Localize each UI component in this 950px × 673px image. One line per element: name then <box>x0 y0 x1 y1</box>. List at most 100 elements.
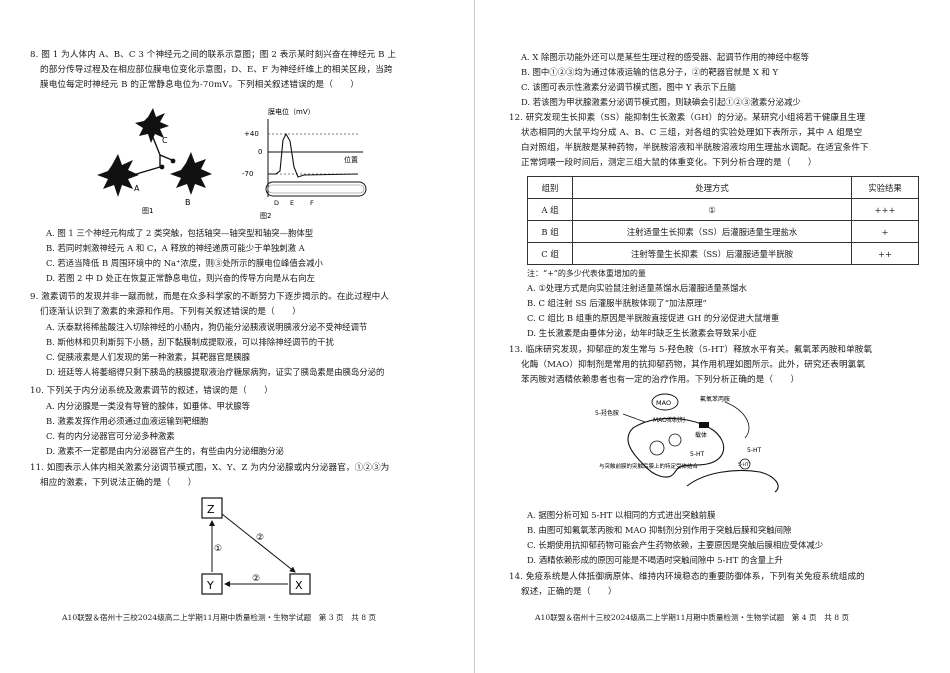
left-page-footer: A10联盟＆宿州十三校2024级高二上学期11月期中质量检测・生物学试题 第 3… <box>62 613 377 622</box>
q14-stem-line-2: 叙述，正确的是（ ） <box>521 587 617 597</box>
carrier-protein <box>699 422 709 428</box>
carrier-label: 载体 <box>695 431 707 439</box>
q8-option-c: C. 若适当降低 B 周围环境中的 Na⁺浓度，则③处所示的膜电位峰值会减小 <box>46 258 323 268</box>
node-y-label: Y <box>206 579 214 592</box>
q10-option-c: C. 有的内分泌器官可分泌多种激素 <box>46 431 175 441</box>
fig2-position-label: 位置 <box>344 155 358 164</box>
q12-table-header-treatment: 处理方式 <box>572 176 852 199</box>
q8-figure-2: 膜电位（mV） +40 0 -70 位置 D E F 图2 <box>242 107 367 220</box>
q12-row-a-group: A 组 <box>527 198 573 221</box>
postsynaptic-membrane <box>686 469 779 493</box>
fig2-ylabel: 膜电位（mV） <box>268 107 315 116</box>
fig2-region-d: D <box>274 199 279 207</box>
q11-stem-line-1: 11. 如图表示人体内相关激素分泌调节模式图，X、Y、Z 为内分泌腺或内分泌器官… <box>30 463 390 473</box>
neuron-a-body <box>97 154 139 197</box>
q8-stem-line-1: 8. 图 1 为人体内 A、B、C 3 个神经元之间的联系示意图；图 2 表示某… <box>30 50 397 60</box>
q10-option-b: B. 激素发挥作用必须通过血液运输到靶细胞 <box>46 416 209 426</box>
q9-stem-line-1: 9. 激素调节的发现并非一蹴而就，而是在众多科学家的不断努力下逐步揭示的。在此过… <box>30 292 389 302</box>
q9-stem-line-2: 们逐渐认识到了激素的来源和作用。下列有关叙述错误的是（ ） <box>40 307 301 317</box>
q12-option-d: D. 生长激素是由垂体分泌，幼年时缺乏生长激素会导致呆小症 <box>527 328 757 338</box>
5ht-label-post: 5-HT <box>738 462 749 468</box>
neuron-b-body <box>170 152 212 195</box>
fig1-caption: 图1 <box>142 207 153 215</box>
vesicle-2 <box>668 433 682 447</box>
q13-option-c: C. 长期使用抗抑郁药物可能会产生药物依赖，主要原因是突触后膜相应受体减少 <box>527 540 824 550</box>
fig2-region-e: E <box>290 199 294 207</box>
q10-option-d: D. 激素不一定都是由内分泌器官产生的，有些由内分泌细胞分泌 <box>46 446 284 456</box>
q12-stem-line-4: 正常饲喂一段时间后，测定三组大鼠的体重变化。下列分析合理的是（ ） <box>521 158 817 168</box>
arrow-label-2a: ② <box>256 533 264 543</box>
fig2-tick-0: 0 <box>258 148 262 156</box>
q9-option-b: B. 斯他林和贝利斯剪下小肠，刮下黏膜制成提取液，可以排除神经调节的干扰 <box>46 337 334 347</box>
node-z <box>201 497 223 519</box>
node-x-label: X <box>295 579 303 592</box>
neuron-b-label: B <box>185 198 191 207</box>
q13-stem-line-1: 13. 临床研究发现，抑郁症的发生常与 5-羟色胺（5-HT）释放水平有关。氟氧… <box>509 345 873 355</box>
node-z-label: Z <box>207 503 215 516</box>
receptor-note: 与突触前膜的突触后膜上的特定受体结合 <box>599 462 699 470</box>
q11-option-a: A. X 除图示功能外还可以是某些生理过程的感受器、起调节作用的神经中枢等 <box>521 52 809 62</box>
serotonin-label: 5-羟色胺 <box>595 409 619 417</box>
q11-option-b: B. 图中①②③均为通过体液运输的信息分子，②的靶器官就是 X 和 Y <box>521 67 779 77</box>
presynaptic-terminal <box>627 417 725 478</box>
q13-stem-line-3: 苯丙胺对酒精依赖患者也有一定的治疗作用。下列分析正确的是（ ） <box>521 375 800 385</box>
q12-table: 组别 处理方式 实验结果 A 组 ① +++ B 组 注射适量生长抑素（SS）后… <box>527 176 919 265</box>
q14-stem-line-1: 14. 免疫系统是人体抵御病原体、维持内环境稳态的重要防御体系，下列有关免疫系统… <box>509 572 865 582</box>
q12-table-note: 注：“+”的多少代表体重增加的量 <box>527 269 646 278</box>
q8-stem-line-3: 膜电位每定时神经元 B 的正常静息电位为-70mV。下列相关叙述错误的是（ ） <box>40 80 359 90</box>
fig2-tick-neg70: -70 <box>242 170 253 178</box>
mao-enzyme <box>651 393 679 411</box>
vesicle-1 <box>649 440 665 456</box>
q12-row-b-treatment: 注射适量生长抑素（SS）后灌服适量生理盐水 <box>572 220 852 243</box>
5ht-label-cleft: 5-HT <box>747 447 761 454</box>
q12-row-c-treatment: 注射等量生长抑素（SS）后灌服适量半胱胺 <box>572 242 852 265</box>
q11-option-d: D. 若该图为甲状腺激素分泌调节模式图，则缺碘会引起①②③激素分泌减少 <box>521 97 801 107</box>
node-x <box>289 573 311 595</box>
q12-row-c-group: C 组 <box>527 242 573 265</box>
q12-option-c: C. C 组比 B 组重的原因是半胱胺直接促进 GH 的分泌促进大鼠增重 <box>527 313 780 323</box>
q12-option-a: A. ①处理方式是向实验鼠注射适量蒸馏水后灌服适量蒸馏水 <box>527 283 747 293</box>
q12-stem-line-3: 白对照组，半胱胺是某种药物，半胱胺溶液和半胱胺溶液均用生理盐水调配。在适宜条件下 <box>521 143 869 153</box>
neuron-c-body <box>135 108 169 143</box>
q11-diagram: Z Y X ① ② ② <box>201 497 311 595</box>
q12-option-b: B. C 组注射 SS 后灌服半胱胺体现了“加法原理” <box>527 298 707 308</box>
right-page: A. X 除图示功能外还可以是某些生理过程的感受器、起调节作用的神经中枢等 B.… <box>475 0 950 673</box>
q8-option-b: B. 若同时刺激神经元 A 和 C，A 释放的神经递质可能少于单独刺激 A <box>46 243 305 253</box>
q8-option-a: A. 图 1 三个神经元构成了 2 类突触，包括轴突—轴突型和轴突—胞体型 <box>46 228 314 238</box>
fig2-region-f: F <box>310 199 314 207</box>
q12-table-header-group: 组别 <box>527 176 573 199</box>
fig2-action-potential-curve <box>268 132 359 178</box>
left-page: 8. 图 1 为人体内 A、B、C 3 个神经元之间的联系示意图；图 2 表示某… <box>30 50 397 622</box>
q8-figure-1: C A B 图1 <box>97 108 212 215</box>
q13-option-d: D. 酒精依赖形成的原因可能是不喝酒时突触间隙中 5-HT 的含量上升 <box>527 555 783 565</box>
neuron-c-label: C <box>162 136 168 145</box>
q13-stem-line-2: 化酶（MAO）抑制剂是常用的抗抑郁药物，其作用机理如图所示。此外，研究还表明氯氧 <box>521 360 866 370</box>
neuron-a-label: A <box>134 184 140 193</box>
q12-row-a-treatment: ① <box>572 198 852 221</box>
arrow-label-2b: ② <box>252 574 260 584</box>
arrow-label-1: ① <box>214 544 222 554</box>
right-page-footer: A10联盟＆宿州十三校2024级高二上学期11月期中质量检测・生物学试题 第 4… <box>535 613 850 622</box>
q8-stem-line-2: 的部分传导过程及在相应部位膜电位变化示意图，D、E、F 为神经纤维上的相关区段，… <box>40 65 393 75</box>
fig2-tick-pos40: +40 <box>244 130 259 138</box>
node-y <box>201 573 223 595</box>
q10-stem: 10. 下列关于内分泌系统及激素调节的叙述，错误的是（ ） <box>30 386 273 396</box>
q12-stem-line-1: 12. 研究发现生长抑素（SS）能抑制生长激素（GH）的分泌。某研究小组将若干健… <box>509 113 866 123</box>
q12-table-header-result: 实验结果 <box>851 176 919 199</box>
q10-option-a: A. 内分泌腺是一类没有导管的腺体，如垂体、甲状腺等 <box>46 401 250 411</box>
mao-label: MAO <box>656 399 671 407</box>
q9-option-a: A. 沃泰默将稀盐酸注入切除神经的小肠内，狗仍能分泌胰液说明胰液分泌不受神经调节 <box>46 322 368 332</box>
q9-option-d: D. 班廷等人将萎缩得只剩下胰岛的胰腺提取液治疗糖尿病狗，证实了胰岛素是由胰岛分… <box>46 367 385 377</box>
fluoxetine-label: 氟氧苯丙胺 <box>700 395 730 403</box>
q12-row-c-result: ++ <box>851 242 919 265</box>
q12-row-b-group: B 组 <box>527 220 573 243</box>
q12-row-b-result: + <box>851 220 919 243</box>
q11-stem-line-2: 相应的激素，下列说法正确的是（ ） <box>40 478 197 488</box>
5ht-label-vesicle: 5-HT <box>690 451 704 458</box>
q12-stem-line-2: 状态相同的大鼠平均分成 A、B、C 三组，对各组的实验处理如下表所示，其中 A … <box>521 128 863 138</box>
mao-inhibitor-label: MAO抑制剂 <box>653 416 685 424</box>
q12-row-a-result: +++ <box>851 198 919 221</box>
q8-option-d: D. 若图 2 中 D 处正在恢复正常静息电位，则兴奋的传导方向是从右向左 <box>46 273 315 283</box>
q9-option-c: C. 促胰液素是人们发现的第一种激素，其靶器官是胰腺 <box>46 352 251 362</box>
fig2-caption: 图2 <box>260 212 271 220</box>
